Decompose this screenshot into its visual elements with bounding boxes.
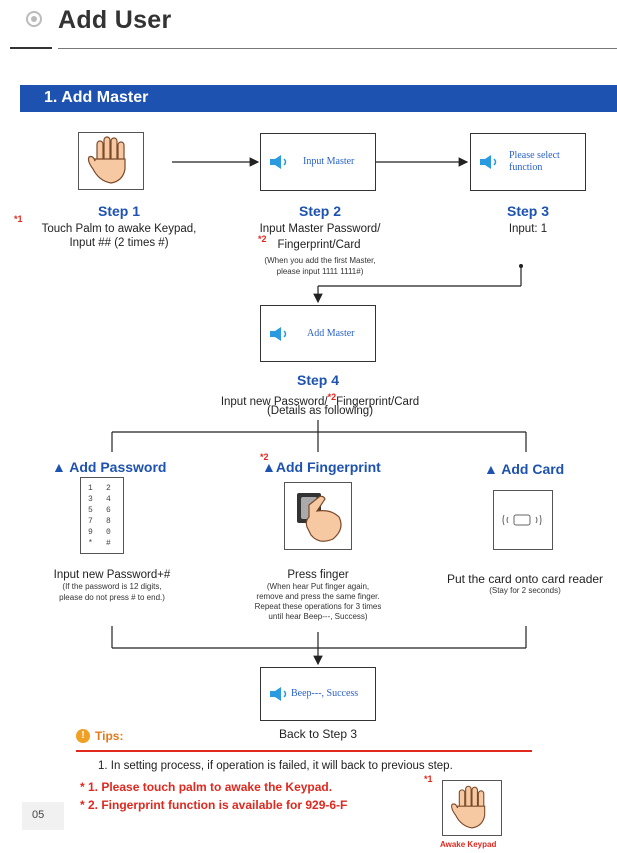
keypad-key: 5 <box>88 506 93 515</box>
tips-label: Tips: <box>95 729 124 743</box>
step4-desc-line2: (Details as following) <box>266 405 374 417</box>
tips-red-note2: * 2. Fingerprint function is available f… <box>80 798 348 812</box>
add-fingerprint-note1: (When hear Put finger again, <box>266 582 370 591</box>
step1-label: Step 1 <box>97 203 140 219</box>
card-icon <box>502 514 542 526</box>
fingerprint-sensor-image <box>284 482 352 550</box>
step1-desc-line1: Touch Palm to awake Keypad, <box>41 223 197 235</box>
keypad-key: 9 <box>88 528 93 537</box>
title-underline-dark <box>10 47 52 49</box>
step1-desc-line2: Input ## (2 times #) <box>69 237 169 249</box>
add-password-heading: ▲ Add Password <box>52 459 167 475</box>
finger-press-icon <box>297 493 342 542</box>
page-number: 05 <box>32 809 45 821</box>
step3-label: Step 3 <box>506 203 549 219</box>
section-banner: 1. Add Master <box>20 85 617 112</box>
step2-note2: please input 1111 1111#) <box>276 267 364 276</box>
step3-desc: Input: 1 <box>508 223 548 235</box>
add-password-note2: please do not press # to end.) <box>59 593 165 602</box>
step4-desc-b: Fingerprint/Card <box>336 395 420 408</box>
speaker-icon <box>480 155 497 169</box>
add-fingerprint-heading: ▲Add Fingerprint <box>262 459 381 475</box>
palm-icon <box>87 136 126 184</box>
keypad-key: 0 <box>106 528 111 537</box>
keypad-key: 4 <box>106 495 111 504</box>
step2-star: *2 <box>258 234 267 244</box>
add-fingerprint-note2: remove and press the same finger. <box>256 592 380 601</box>
speaker-icon <box>270 687 287 701</box>
step4-desc-line1: Input new Password/*2Fingerprint/Card <box>160 390 480 409</box>
add-card-note: (Stay for 2 seconds) <box>489 586 561 595</box>
keypad-image: 1 2 3 4 5 6 7 8 9 0 * # <box>80 477 124 554</box>
keypad-key: * <box>88 539 93 548</box>
palm-touch-image <box>78 132 144 190</box>
step4-desc-a: Input new Password/ <box>220 395 328 408</box>
screen-input-master-text: Input Master <box>303 156 355 167</box>
page-title: Add User <box>58 6 172 34</box>
tips-note1: 1. In setting process, if operation is f… <box>98 760 453 772</box>
screen-beep-success: Beep---, Success <box>260 667 376 721</box>
palm-icon <box>451 785 486 829</box>
title-underline-light <box>58 48 617 49</box>
tips-divider <box>76 750 532 752</box>
screen-please-select-function: Please select function <box>470 133 586 191</box>
step2-desc-line2: Fingerprint/Card <box>277 239 361 251</box>
add-fingerprint-star: *2 <box>260 452 269 462</box>
add-password-note1: (If the password is 12 digits, <box>62 582 162 591</box>
keypad-key: 8 <box>106 517 111 526</box>
step2-note1: (When you add the first Master, <box>264 256 376 265</box>
step1-star: *1 <box>14 214 23 224</box>
keypad-keys: 1 2 3 4 5 6 7 8 9 0 * # <box>88 484 120 548</box>
title-bullet-icon <box>26 11 42 27</box>
awake-star: *1 <box>424 774 433 784</box>
keypad-key: # <box>106 539 111 548</box>
speaker-icon <box>270 327 287 341</box>
screen-add-master: Add Master <box>260 305 376 362</box>
keypad-key: 2 <box>106 484 111 493</box>
add-password-desc: Input new Password+# <box>53 569 171 581</box>
screen-input-master: Input Master <box>260 133 376 191</box>
keypad-key: 3 <box>88 495 93 504</box>
add-fingerprint-desc: Press finger <box>287 569 349 581</box>
screen-please-select-text: Please select function <box>509 150 560 173</box>
tips-icon: ! <box>76 729 90 743</box>
step2-desc-line1: Input Master Password/ <box>259 223 381 235</box>
step2-label: Step 2 <box>298 203 341 219</box>
awake-palm-image <box>442 780 502 836</box>
keypad-key: 6 <box>106 506 111 515</box>
add-card-heading: ▲ Add Card <box>484 461 565 477</box>
tips-red-note1: * 1. Please touch palm to awake the Keyp… <box>80 780 333 794</box>
section-title: 1. Add Master <box>44 89 149 106</box>
add-fingerprint-note4: until hear Beep---, Success) <box>268 612 368 621</box>
keypad-key: 7 <box>88 517 93 526</box>
add-card-desc: Put the card onto card reader <box>446 572 604 586</box>
keypad-key: 1 <box>88 484 93 493</box>
step4-star: *2 <box>327 392 337 402</box>
add-fingerprint-note3: Repeat these operations for 3 times <box>254 602 382 611</box>
screen-add-master-text: Add Master <box>307 328 355 339</box>
card-reader-image <box>493 490 553 550</box>
step4-label: Step 4 <box>296 372 339 388</box>
awake-caption: Awake Keypad <box>440 840 497 849</box>
back-to-step: Back to Step 3 <box>278 727 358 741</box>
page-number-box: 05 <box>22 802 64 830</box>
screen-beep-success-text: Beep---, Success <box>291 688 359 699</box>
speaker-icon <box>270 155 287 169</box>
